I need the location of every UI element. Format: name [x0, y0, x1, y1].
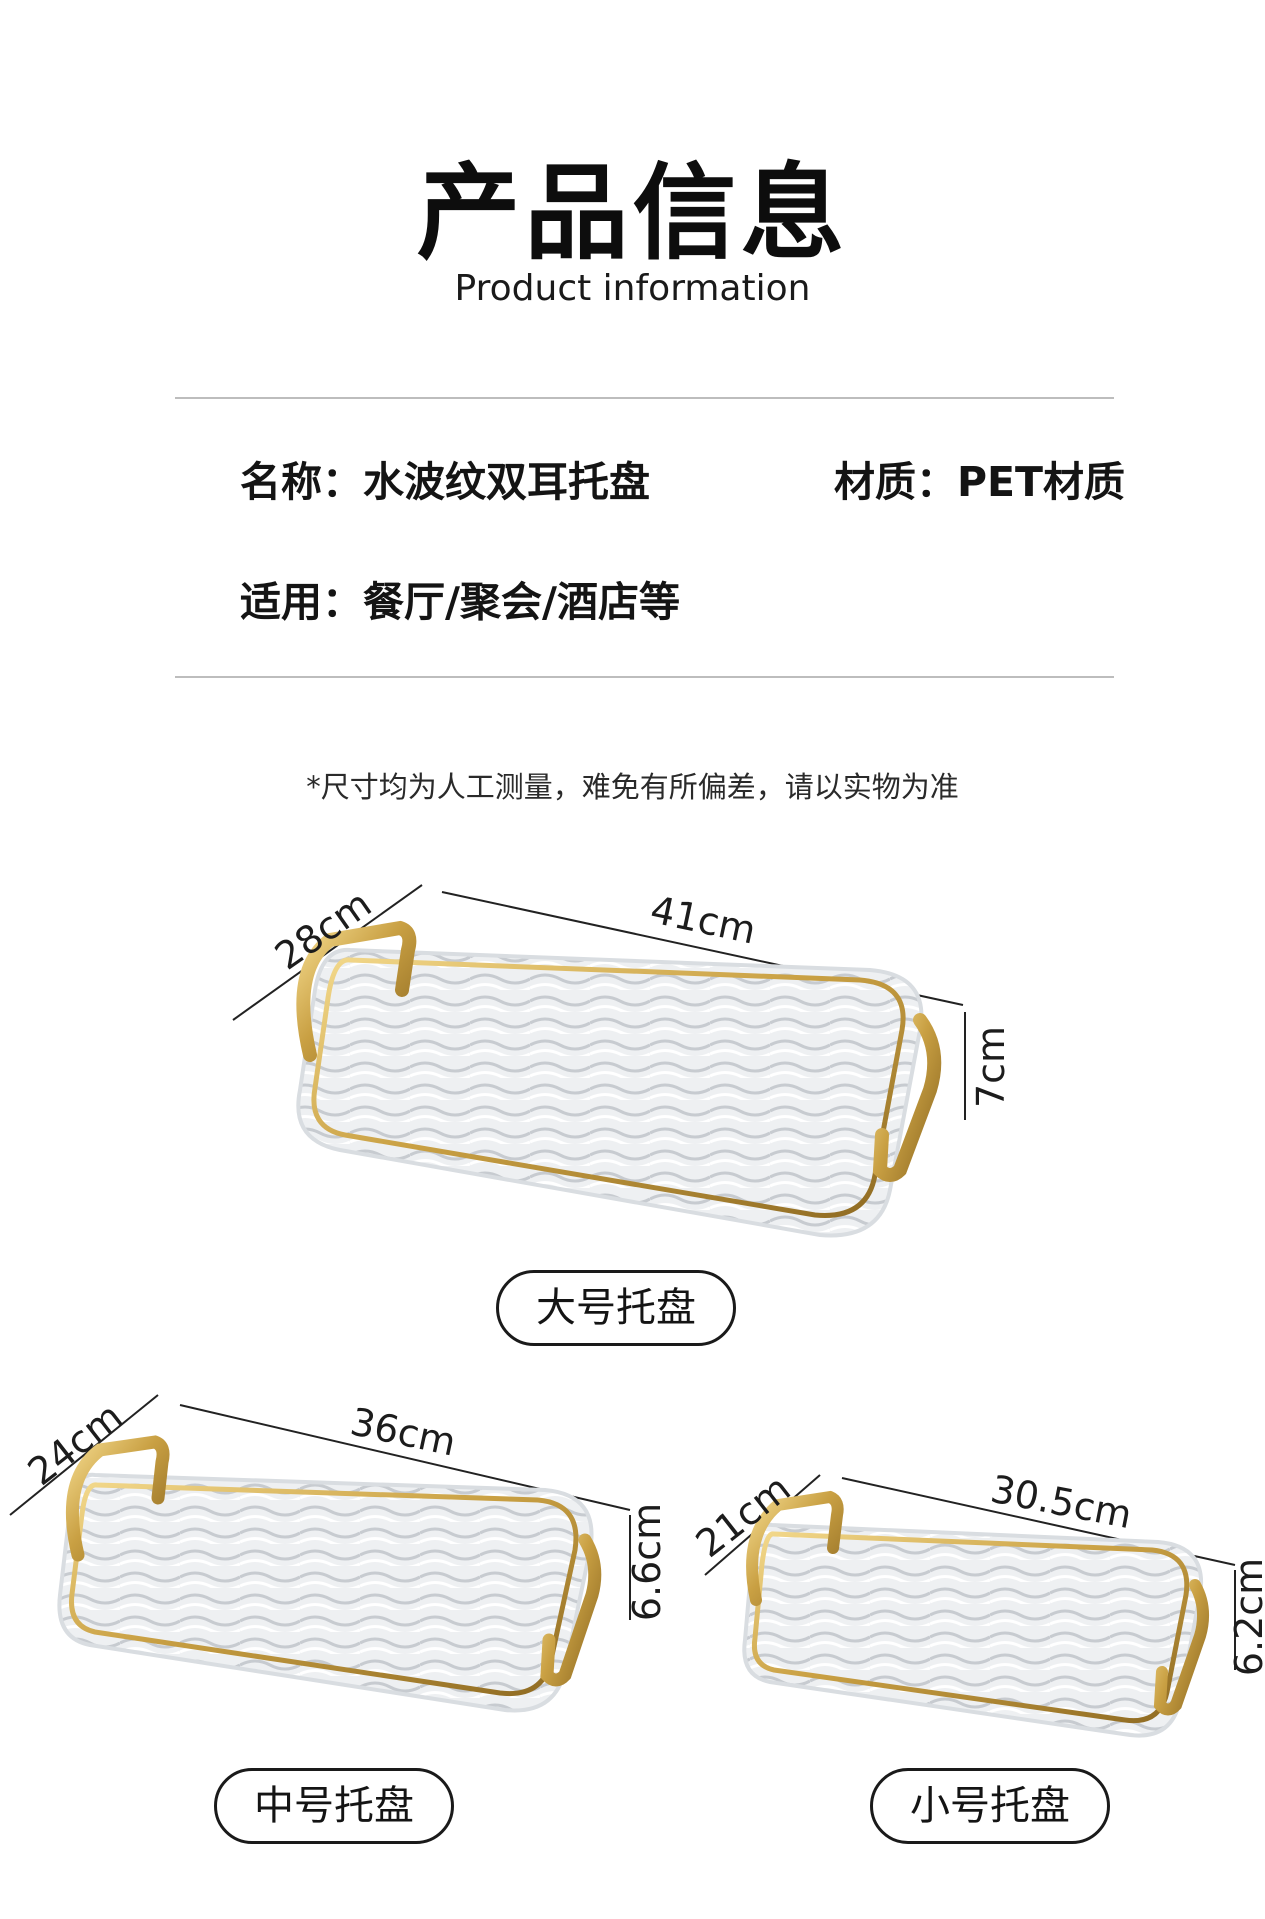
tray-medium-label: 中号托盘 — [214, 1768, 454, 1844]
product-material: 材质：PET材质 — [834, 458, 1126, 506]
tray-large-image — [232, 884, 966, 1238]
tray-medium-image — [9, 1394, 631, 1713]
tray-large-label: 大号托盘 — [496, 1270, 736, 1346]
tray-small-image — [704, 1474, 1236, 1738]
page-subtitle: Product information — [454, 268, 811, 309]
page-title: 产品信息 — [416, 152, 849, 274]
product-usage: 适用：餐厅/聚会/酒店等 — [240, 578, 680, 626]
tray-large-height: 7cm — [969, 1025, 1014, 1109]
tray-large: 28cm 41cm 7cm — [230, 880, 1013, 1260]
divider-bottom — [175, 676, 1114, 678]
product-name: 名称：水波纹双耳托盘 — [240, 458, 650, 506]
tray-small-height: 6.2cm — [1227, 1557, 1265, 1677]
tray-medium-height: 6.6cm — [625, 1502, 670, 1622]
measurement-note: *尺寸均为人工测量，难免有所偏差，请以实物为准 — [306, 770, 959, 804]
tray-small: 21cm 30.5cm 6.2cm — [688, 1450, 1265, 1750]
tray-medium: 24cm 36cm 6.6cm — [0, 1390, 669, 1730]
tray-small-label: 小号托盘 — [870, 1768, 1110, 1844]
divider-top — [175, 397, 1114, 399]
